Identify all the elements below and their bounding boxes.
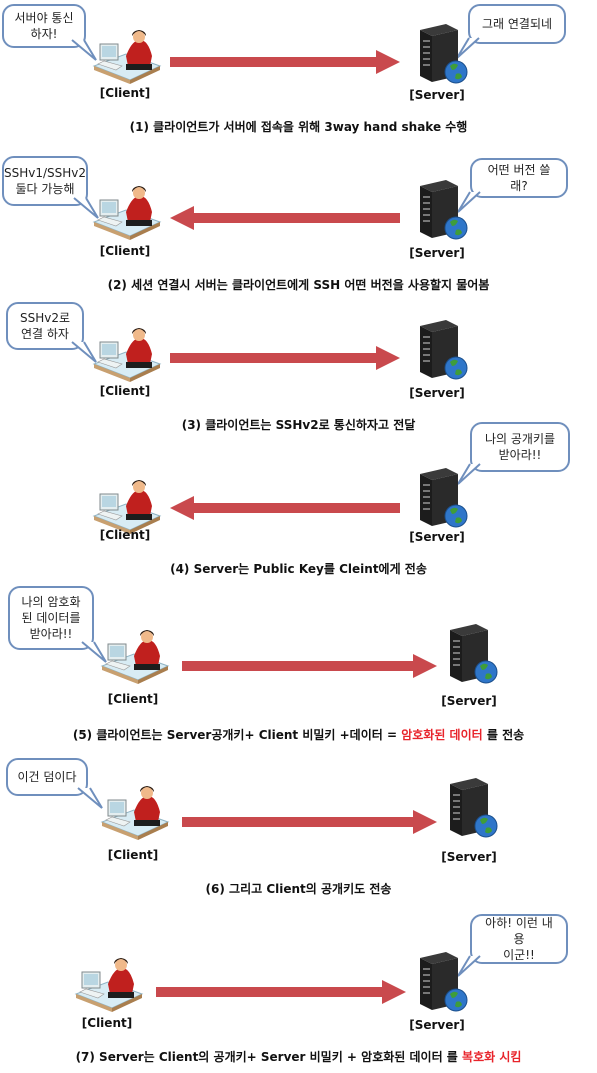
server-speech-bubble: 나의 공개키를 받아라!! (470, 422, 570, 472)
server-icon (440, 622, 500, 684)
client-label: [Client] (99, 244, 151, 258)
server-speech-bubble: 그래 연결되네 (468, 4, 566, 44)
client-speech-bubble: 나의 암호화 된 데이터를 받아라!! (8, 586, 94, 650)
arrow-left-icon (170, 206, 400, 230)
client-label: [Client] (81, 1016, 133, 1030)
caption-text: (7) Server는 Client의 공개키+ Server 비밀키 + 암호… (75, 1050, 463, 1064)
step-7: 아하! 이런 내용 이군!! [Client] [Server] (7) Ser… (0, 910, 597, 1073)
step-caption: (5) 클라이언트는 Server공개키+ Client 비밀키 +데이터 = … (0, 726, 597, 743)
server-speech-bubble: 아하! 이런 내용 이군!! (470, 914, 568, 964)
caption-highlight: 복호화 시킴 (462, 1050, 522, 1064)
bubble-tail (71, 341, 97, 363)
client-computer-icon (92, 26, 162, 84)
server-label: [Server] (409, 88, 465, 102)
caption-text: 를 전송 (482, 728, 525, 742)
client-computer-icon (92, 324, 162, 382)
step-caption: (6) 그리고 Client의 공개키도 전송 (205, 882, 392, 896)
step-2: SSHv1/SSHv2 둘다 가능해 어떤 버전 쓸래? [Client] [S… (0, 150, 597, 292)
step-3: SSHv2로 연결 하자 [Client] [Server] (3) 클라이언트… (0, 298, 597, 438)
arrow-left-icon (170, 496, 400, 520)
arrow-right-icon (170, 50, 400, 74)
server-icon (440, 776, 500, 838)
bubble-tail (71, 39, 97, 61)
step-4: 나의 공개키를 받아라!! [Client] [Server] (4) Serv… (0, 416, 597, 576)
server-label: [Server] (441, 694, 497, 708)
arrow-right-icon (156, 980, 406, 1004)
server-icon (410, 22, 470, 84)
bubble-tail (81, 641, 107, 663)
client-speech-bubble: SSHv1/SSHv2 둘다 가능해 (2, 156, 88, 206)
client-label: [Client] (99, 86, 151, 100)
server-icon (410, 950, 470, 1012)
client-speech-bubble: 이건 덤이다 (6, 758, 88, 796)
bubble-tail (77, 787, 103, 809)
arrow-right-icon (170, 346, 400, 370)
server-label: [Server] (409, 1018, 465, 1032)
caption-highlight: 암호화된 데이터 (401, 728, 483, 742)
client-computer-icon (100, 626, 170, 684)
client-label: [Client] (107, 692, 159, 706)
bubble-tail (73, 197, 99, 219)
client-computer-icon (92, 182, 162, 240)
server-label: [Server] (409, 530, 465, 544)
step-caption: (7) Server는 Client의 공개키+ Server 비밀키 + 암호… (0, 1048, 597, 1065)
server-icon (410, 318, 470, 380)
client-computer-icon (100, 782, 170, 840)
step-caption: (2) 세션 연결시 서버는 클라이언트에게 SSH 어떤 버전을 사용할지 물… (107, 278, 490, 292)
client-computer-icon (92, 476, 162, 534)
arrow-right-icon (182, 654, 437, 678)
client-label: [Client] (99, 384, 151, 398)
server-label: [Server] (409, 386, 465, 400)
client-label: [Client] (107, 848, 159, 862)
server-speech-bubble: 어떤 버전 쓸래? (470, 158, 568, 198)
client-computer-icon (74, 954, 144, 1012)
step-caption: (3) 클라이언트는 SSHv2로 통신하자고 전달 (181, 418, 416, 432)
step-6: 이건 덤이다 [Client] [Server] (6) 그리고 Client의… (0, 756, 597, 906)
step-1: 서버야 통신 하자! 그래 연결되네 [Client] [Server] (1)… (0, 0, 597, 140)
step-caption: (4) Server는 Public Key를 Cleint에게 전송 (170, 562, 427, 576)
client-speech-bubble: SSHv2로 연결 하자 (6, 302, 84, 350)
server-label: [Server] (441, 850, 497, 864)
step-caption: (1) 클라이언트가 서버에 접속을 위해 3way hand shake 수행 (129, 120, 468, 134)
step-5: 나의 암호화 된 데이터를 받아라!! [Client] [Server] (5… (0, 582, 597, 752)
arrow-right-icon (182, 810, 437, 834)
server-label: [Server] (409, 246, 465, 260)
server-icon (410, 178, 470, 240)
server-icon (410, 466, 470, 528)
client-label: [Client] (99, 528, 151, 542)
client-speech-bubble: 서버야 통신 하자! (2, 4, 86, 48)
caption-text: (5) 클라이언트는 Server공개키+ Client 비밀키 +데이터 = (72, 728, 402, 742)
